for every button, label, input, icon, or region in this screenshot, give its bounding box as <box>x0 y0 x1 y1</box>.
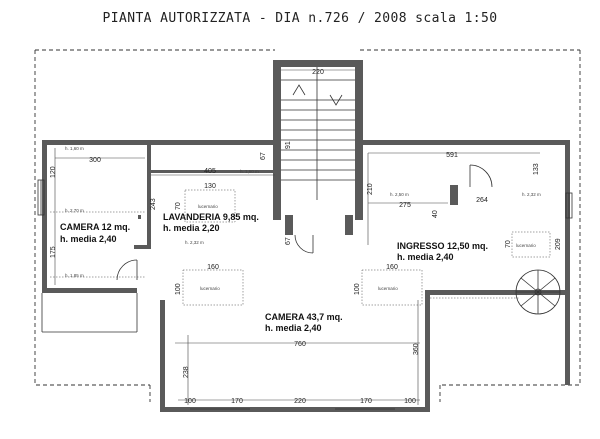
dim-ingresso-small: 40 <box>432 210 439 218</box>
dim-skylight-left-w: 160 <box>207 264 219 271</box>
room-height-lavanderia: h. media 2,20 <box>163 223 220 233</box>
dim-stair-landing2: 67 <box>285 237 292 245</box>
skylight-ing-label: lucernario <box>516 243 536 248</box>
dim-camera-left-lower: 175 <box>50 246 57 258</box>
dim-skylight-left-h: 100 <box>175 283 182 295</box>
height-camera-bottom: h. 1,85 m <box>65 273 84 278</box>
room-height-ingresso: h. media 2,40 <box>397 252 454 262</box>
room-camera-small: 300 h. 1,60 m h. 2,70 m h. 1,85 m 120 17… <box>50 146 157 285</box>
skylight-large-left-label: lucernario <box>200 286 220 291</box>
dim-large-right-v: 360 <box>413 343 420 355</box>
dim-skylight-right-w: 160 <box>386 264 398 271</box>
dim-camera-width: 300 <box>89 157 101 164</box>
window-left <box>37 179 45 216</box>
dim-ingresso-right-low: 209 <box>555 238 562 250</box>
dim-stair-landing: 67 <box>260 152 267 160</box>
dim-bottom-d: 170 <box>360 398 372 405</box>
dim-lav-small: 70 <box>175 202 182 210</box>
dim-bottom-e: 100 <box>404 398 416 405</box>
spiral-stair <box>515 269 561 315</box>
room-name-camera-large: CAMERA 43,7 mq. <box>265 312 343 322</box>
dim-ingresso-skylight-v: 70 <box>505 240 512 248</box>
height-lav-bottom: h. 2,32 m <box>185 240 204 245</box>
dim-stair-top: 220 <box>312 69 324 76</box>
skylight-lav-label: lucernario <box>198 204 218 209</box>
dim-large-width: 760 <box>294 341 306 348</box>
dim-ingresso-width: 591 <box>446 152 458 159</box>
height-camera-top: h. 1,60 m <box>65 146 84 151</box>
dim-bottom-a: 100 <box>184 398 196 405</box>
terrace-lines <box>41 293 520 333</box>
dim-ingresso-264: 264 <box>476 197 488 204</box>
room-name-ingresso: INGRESSO 12,50 mq. <box>397 241 488 251</box>
dim-bottom-c: 220 <box>294 398 306 405</box>
stair-treads <box>281 84 355 181</box>
room-height-camera-small: h. media 2,40 <box>60 234 117 244</box>
stairwell: 220 91 <box>273 60 363 220</box>
dim-skylight-right-h: 100 <box>354 283 361 295</box>
room-camera-large: lucernario 160 100 lucernario 160 100 76… <box>175 264 423 405</box>
skylight-lav <box>184 189 236 223</box>
dim-bottom-b: 170 <box>231 398 243 405</box>
height-camera-mid: h. 2,70 m <box>65 208 84 213</box>
roof-outline <box>34 49 581 402</box>
height-ingresso-b: h. 2,32 m <box>522 192 541 197</box>
dim-ingresso-v: 210 <box>367 183 374 195</box>
room-name-lavanderia: LAVANDERIA 9,85 mq. <box>163 212 259 222</box>
height-ingresso-a: h. 2,50 m <box>390 192 409 197</box>
room-height-camera-large: h. media 2,40 <box>265 323 322 333</box>
dim-camera-left-upper: 120 <box>50 166 57 178</box>
room-lavanderia: 405 h. 1,60 m lucernario 130 70 h. 2,32 … <box>151 152 292 245</box>
dim-lav-skylight: 130 <box>204 183 216 190</box>
window-right <box>565 192 573 219</box>
dim-camera-right: 243 <box>150 198 157 210</box>
dim-ingresso-right: 133 <box>533 163 540 175</box>
skylight-large-right <box>361 269 423 306</box>
dim-large-left-v: 238 <box>183 366 190 378</box>
skylight-ing <box>511 231 551 258</box>
plan-title: PIANTA AUTORIZZATA - DIA n.726 / 2008 sc… <box>103 11 498 26</box>
room-name-camera-small: CAMERA 12 mq. <box>60 222 130 232</box>
skylight-large-right-label: lucernario <box>378 286 398 291</box>
door-ingresso <box>469 164 493 188</box>
dim-ingresso-mid: 275 <box>399 202 411 209</box>
room-ingresso: 591 210 275 h. 2,50 m 40 264 h. 2,32 m 1… <box>367 152 562 262</box>
door-stair <box>294 234 314 254</box>
walls <box>42 140 570 412</box>
height-lav-top: h. 1,60 m <box>240 169 259 174</box>
dim-stair-side: 91 <box>285 141 292 149</box>
skylight-large-left <box>182 269 244 306</box>
dim-lav-width: 405 <box>204 168 216 175</box>
